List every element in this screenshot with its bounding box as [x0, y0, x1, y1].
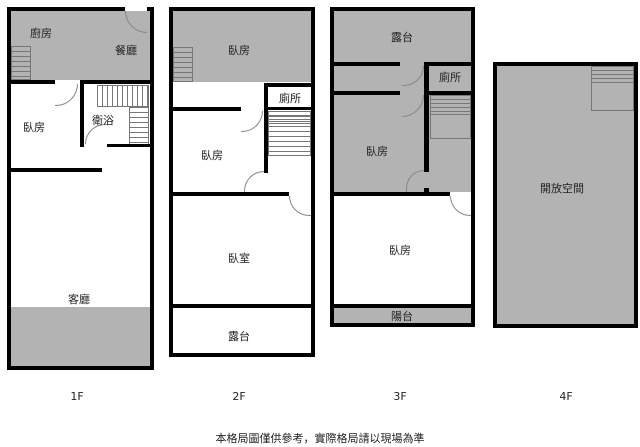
room-label-bedroom: 臥房	[23, 121, 45, 134]
floor-label-2f: 2F	[232, 390, 246, 403]
room-label-toilet: 廁所	[439, 71, 461, 84]
room-label-bedroom-mid: 臥房	[201, 149, 223, 162]
room-label-bedroom-top: 臥房	[228, 44, 250, 57]
room-label-terrace: 露台	[391, 31, 413, 44]
room-label-toilet: 廁所	[279, 92, 301, 105]
living-shaded-area	[11, 307, 150, 366]
stairs	[11, 46, 31, 80]
stairs	[173, 47, 193, 82]
room-label-living: 客廳	[68, 293, 90, 306]
floor-plan-4f: 開放空間 4F	[493, 62, 638, 403]
room-label-bedroom-large: 臥房	[389, 244, 411, 257]
room-label-balcony: 陽台	[391, 310, 413, 323]
floor-label-4f: 4F	[559, 390, 573, 403]
bedroom-top-shaded-area	[173, 10, 311, 82]
floor-plan-3f: 露台 廁所 臥房 臥房 陽台 3F	[330, 7, 475, 403]
floor-label-1f: 1F	[70, 390, 84, 403]
balcony-shaded-area	[334, 308, 471, 323]
room-label-terrace: 露台	[228, 330, 250, 343]
floor-plan-2f: 臥房 廁所 臥房 臥室 露台 2F	[169, 7, 315, 403]
kitchen-dining-area	[11, 10, 150, 81]
stairs	[97, 85, 149, 107]
room-label-bathroom: 衛浴	[92, 114, 114, 127]
stairs	[430, 115, 471, 139]
stairs	[591, 66, 634, 111]
disclaimer-note: 本格局圖僅供參考，實際格局請以現場為準	[215, 432, 425, 445]
room-label-dining: 餐廳	[115, 44, 137, 57]
floor-plan-1f: 廚房 餐廳 臥房 衛浴 客廳 1F	[0, 0, 160, 403]
room-label-bedroom-large: 臥室	[228, 252, 250, 265]
room-label-bedroom-mid: 臥房	[366, 145, 388, 158]
stairs	[268, 111, 311, 127]
floor-label-3f: 3F	[393, 390, 407, 403]
room-label-open-space: 開放空間	[540, 182, 584, 195]
room-label-kitchen: 廚房	[30, 27, 52, 40]
stairs	[430, 95, 471, 115]
